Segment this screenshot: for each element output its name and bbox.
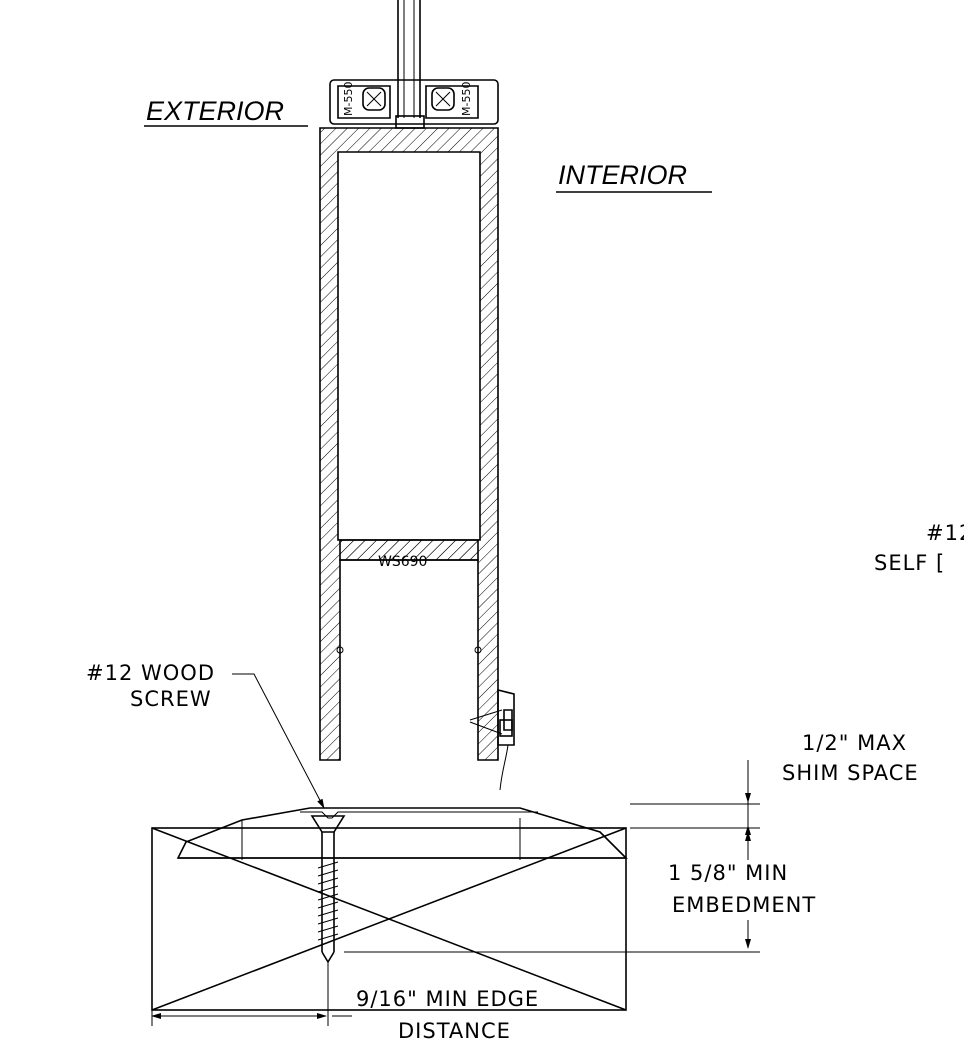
right-gasket — [431, 87, 455, 111]
exterior-label: EXTERIOR — [146, 96, 284, 126]
wood-screw-label-2: SCREW — [130, 687, 212, 711]
edge-distance-label-2: DISTANCE — [398, 1019, 511, 1043]
gasket-right-label: M-550 — [460, 82, 473, 116]
interior-label: INTERIOR — [558, 160, 687, 190]
edge-distance-dimension — [151, 962, 352, 1026]
sill-base — [176, 807, 628, 860]
wood-screw-leader — [232, 673, 325, 809]
edge-distance-label-1: 9/16" MIN EDGE — [356, 987, 539, 1011]
wood-blocking — [151, 827, 627, 1011]
self-screw-label-1: #12 — [926, 521, 964, 545]
wood-screw-label-1: #12 WOOD — [86, 661, 215, 685]
anchor-clip — [469, 688, 515, 791]
shim-dimension — [630, 760, 760, 836]
mullion-profile — [319, 127, 499, 761]
self-screw-label-2: SELF [ — [874, 551, 945, 575]
profile-label: WS690 — [378, 554, 427, 570]
shim-label-2: SHIM SPACE — [782, 761, 919, 785]
embedment-label-1: 1 5/8" MIN — [668, 861, 788, 885]
embedment-dimension — [344, 827, 760, 953]
shim-label-1: 1/2" MAX — [802, 731, 907, 755]
left-gasket — [362, 87, 386, 111]
embedment-label-2: EMBEDMENT — [672, 893, 816, 917]
glass-lite — [397, 0, 421, 118]
gasket-left-label: M-550 — [342, 82, 355, 116]
wood-screw — [310, 815, 346, 964]
